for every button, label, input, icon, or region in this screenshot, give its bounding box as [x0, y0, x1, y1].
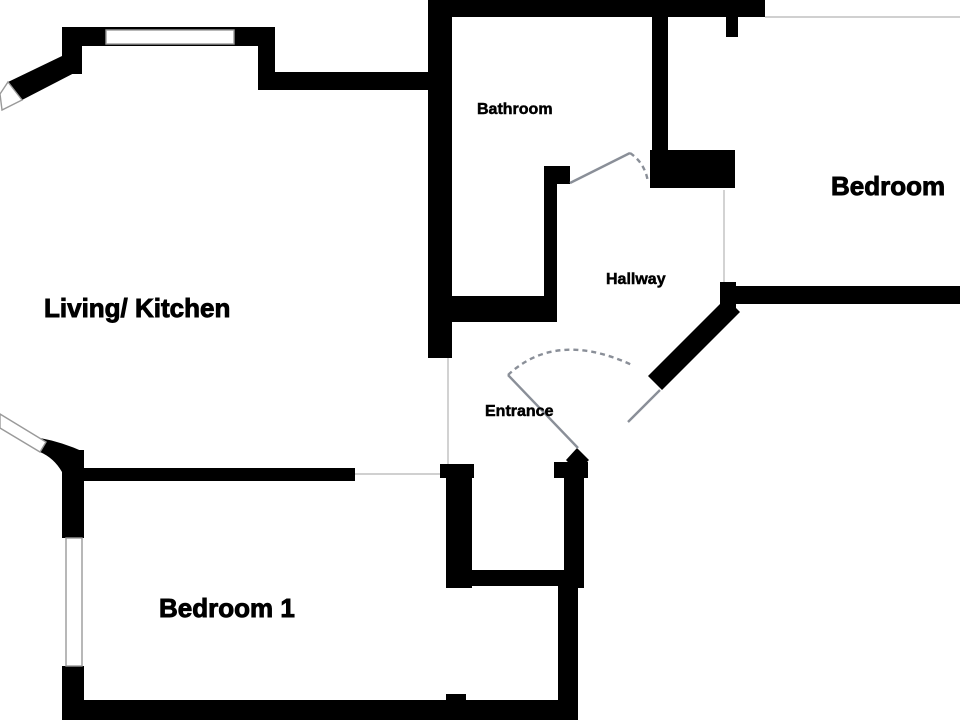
window-living-bay-top — [0, 80, 24, 112]
wall-bath-right-cap — [544, 166, 570, 184]
wall-bed1-left-top — [62, 450, 84, 538]
door-entrance-leaf — [507, 374, 579, 449]
window-living-top — [105, 29, 235, 45]
label-bedroom-2: Bedroom — [831, 171, 945, 201]
door-front-leaf — [627, 389, 661, 423]
wall-bath-bedroom-divider — [652, 15, 668, 185]
label-entrance: Entrance — [485, 403, 554, 420]
wall-top-bath — [428, 0, 765, 17]
wall-bedroom-stub — [726, 15, 738, 37]
window-living-bay-bottom — [0, 413, 47, 453]
wall-bedroom-bottom — [720, 286, 960, 304]
wall-entrance-right — [564, 470, 584, 588]
label-hallway: Hallway — [606, 271, 666, 288]
wall-hall-bedroom-block — [650, 150, 735, 188]
label-bedroom-1: Bedroom 1 — [159, 593, 295, 623]
door-bathroom-swing — [629, 152, 650, 183]
walls — [8, 0, 960, 720]
door-bathroom-leaf — [569, 151, 631, 185]
wall-bed1-bottom — [62, 700, 578, 720]
window-bed1-left — [65, 537, 83, 667]
wall-bed1-right — [558, 580, 578, 720]
label-living-kitchen: Living/ Kitchen — [44, 293, 230, 323]
doors — [507, 151, 661, 449]
wall-entrance-bottom — [446, 570, 578, 586]
thin-lines — [355, 16, 960, 475]
wall-bath-bottom — [450, 296, 556, 322]
wall-entrance-door-jamb — [566, 448, 589, 472]
wall-bath-right — [544, 166, 557, 322]
wall-bed1-bottom-stub — [446, 694, 466, 704]
wall-entrance-left — [446, 464, 472, 588]
wall-living-bath — [428, 0, 452, 358]
wall-hall-angled — [648, 298, 740, 390]
wall-living-bay-top — [8, 56, 80, 100]
label-bathroom: Bathroom — [477, 101, 553, 118]
wall-bed1-top — [62, 468, 355, 481]
room-labels: Living/ Kitchen Bathroom Bedroom Hallway… — [44, 101, 946, 624]
windows — [0, 29, 235, 667]
door-entrance-swing — [507, 348, 633, 376]
